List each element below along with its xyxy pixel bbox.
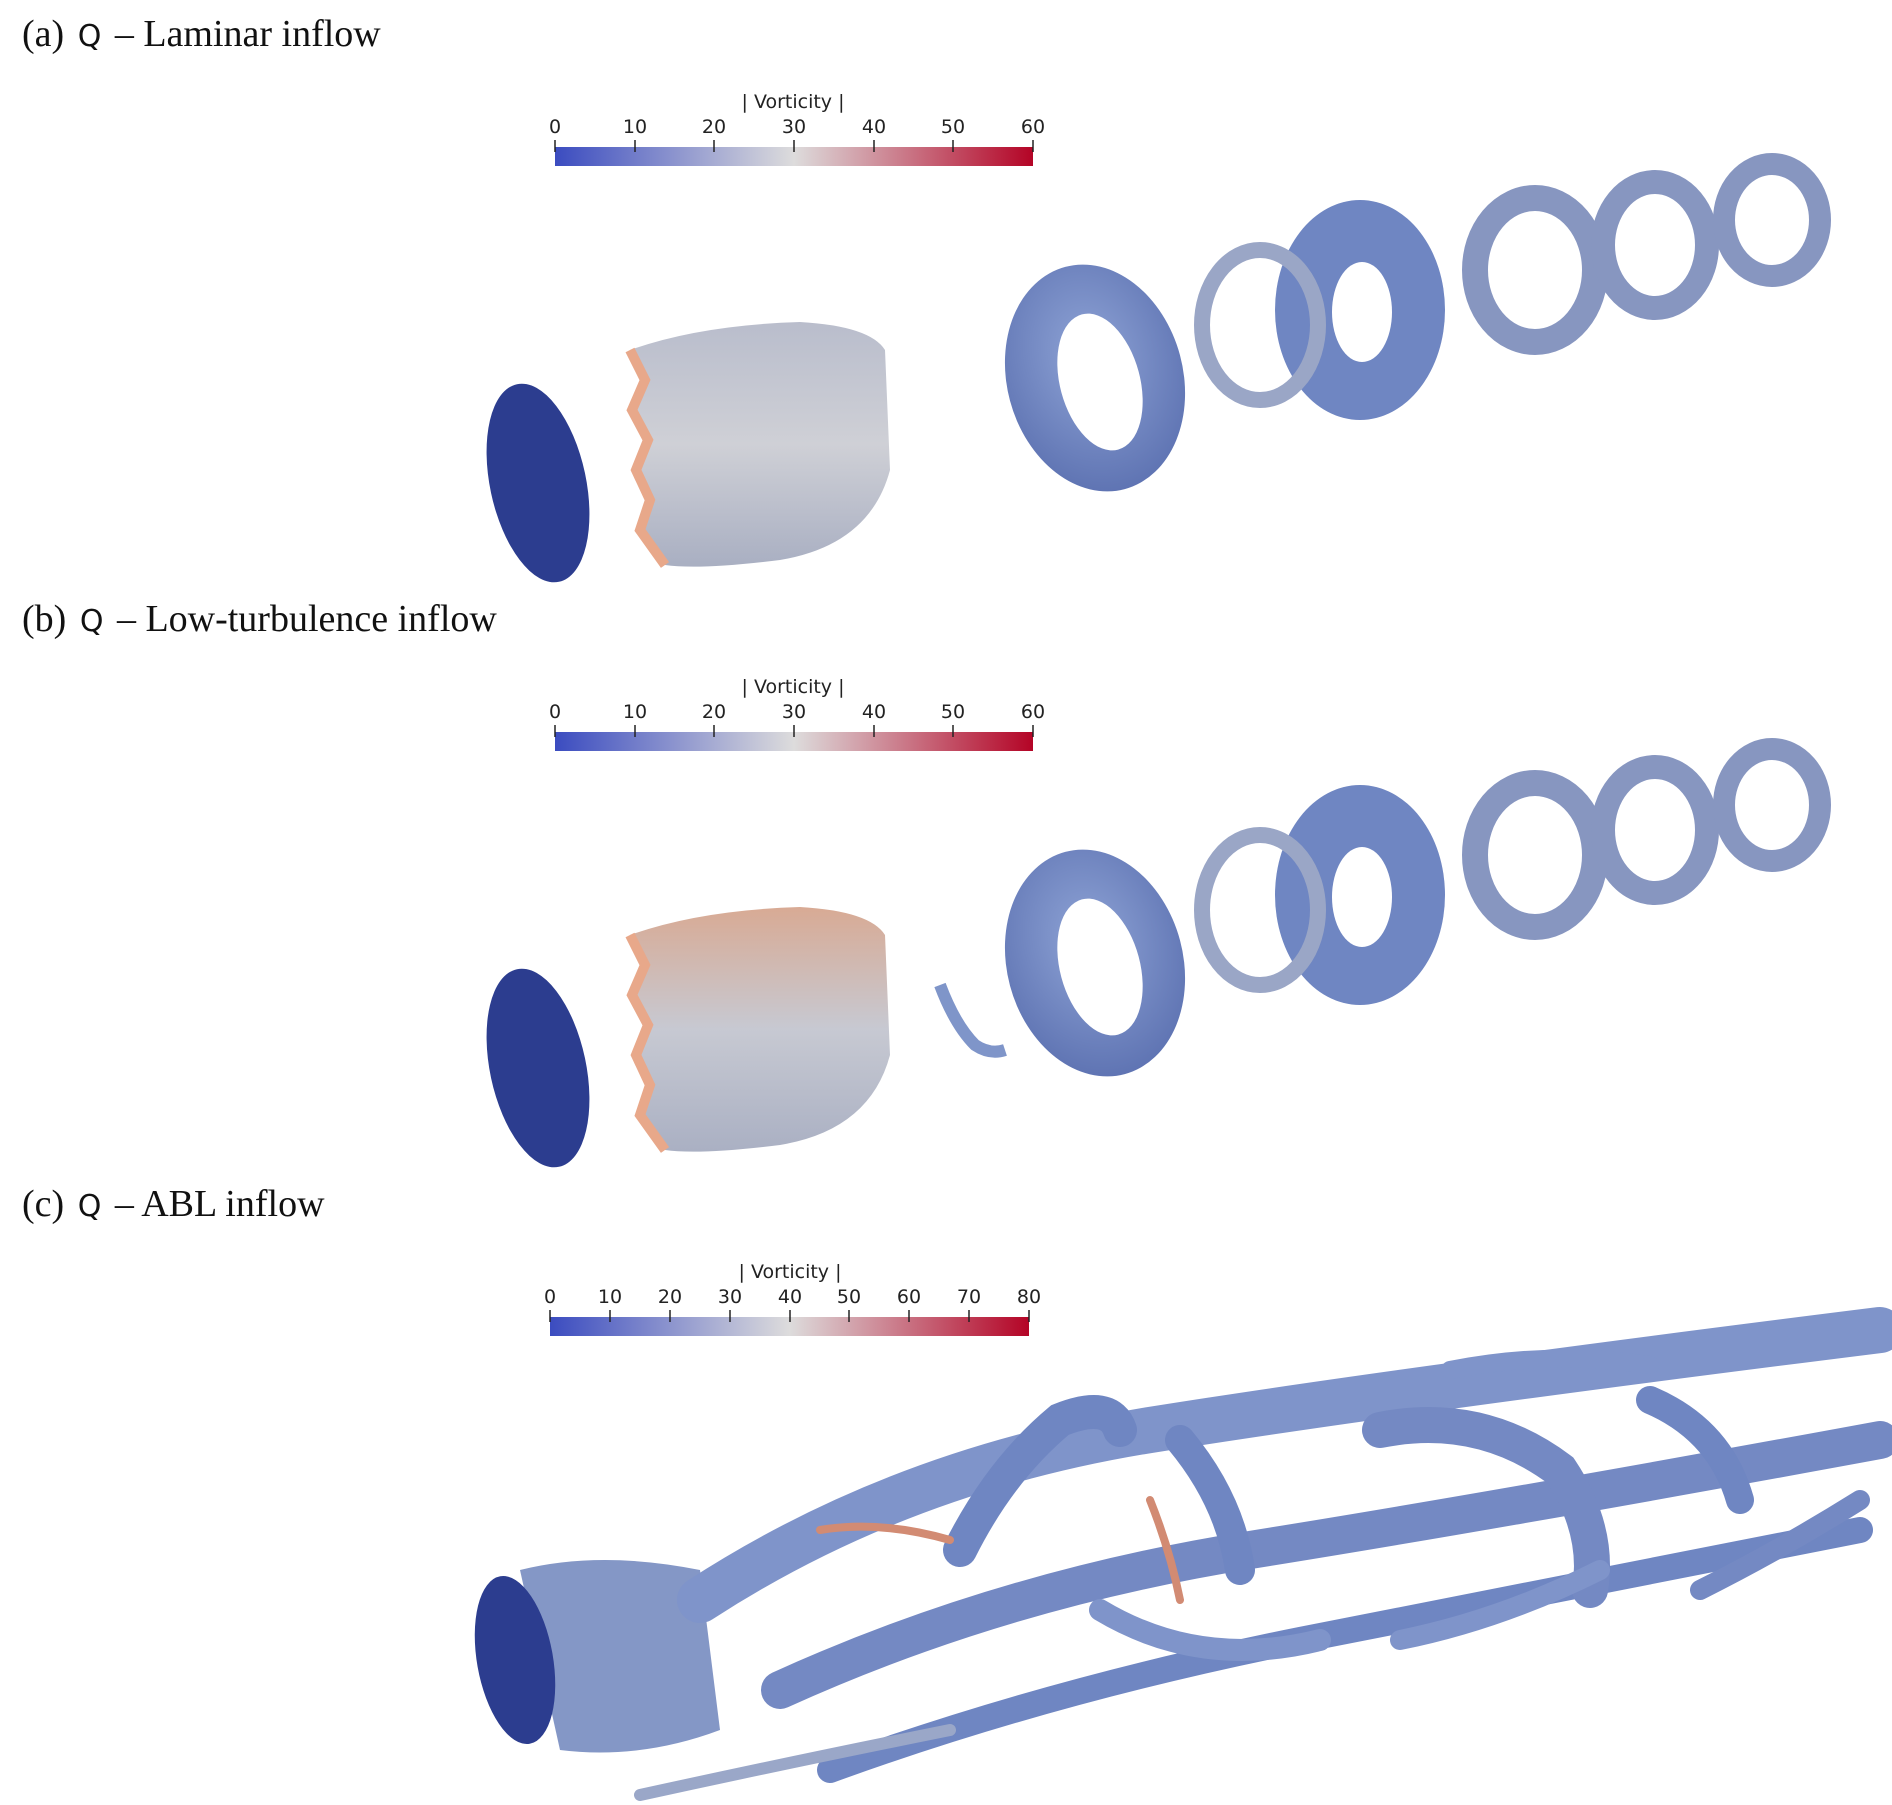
ring-hole [1057, 898, 1143, 1036]
colorbar-tick: 40 [862, 116, 886, 138]
panel-name: ABL inflow [141, 1183, 325, 1225]
vortex-ring [1462, 185, 1608, 355]
colorbar: | Vorticity | 0 10 20 30 40 50 60 [549, 676, 1045, 751]
colorbar-tick: 50 [941, 701, 965, 723]
colorbar-tick: 60 [1021, 116, 1045, 138]
colorbar-tick: 80 [1017, 1286, 1041, 1308]
panel-c: (c) Q – ABL inflow | Vorticity | 0 10 20… [0, 1170, 1892, 1805]
q-symbol: Q [79, 604, 104, 639]
colorbar-gradient [555, 732, 1033, 751]
vortex-ring [1713, 738, 1831, 872]
vortex-ring [1194, 242, 1326, 408]
panel-name: Low-turbulence inflow [145, 598, 497, 640]
colorbar-tick: 60 [1021, 701, 1045, 723]
colorbar-tick: 70 [957, 1286, 981, 1308]
colorbar: | Vorticity | 0 10 20 30 40 50 60 70 80 [544, 1261, 1041, 1336]
colorbar-tick: 50 [941, 116, 965, 138]
vortex-scene: | Vorticity | 0 10 20 30 40 50 60 70 80 [474, 1261, 1892, 1801]
colorbar-tick: 10 [598, 1286, 622, 1308]
panel-label: (b) [22, 598, 67, 640]
panel-name: Laminar inflow [143, 13, 381, 55]
colorbar-tick: 60 [897, 1286, 921, 1308]
shed-vortex-disk [474, 1576, 556, 1744]
colorbar-tick: 10 [623, 701, 647, 723]
colorbar-gradient [555, 147, 1033, 166]
panel-title: (c) Q – ABL inflow [22, 1182, 325, 1226]
vortex-scene: | Vorticity | 0 10 20 30 40 50 60 [486, 91, 1831, 583]
colorbar-tick: 50 [837, 1286, 861, 1308]
colorbar-tick: 30 [782, 701, 806, 723]
q-symbol: Q [77, 1189, 102, 1224]
colorbar-tick: 10 [623, 116, 647, 138]
colorbar-tick: 20 [702, 701, 726, 723]
vortex-ring [1713, 153, 1831, 287]
panel-title: (a) Q – Laminar inflow [22, 12, 381, 56]
vortex-ring [1462, 770, 1608, 940]
colorbar-tick: 30 [718, 1286, 742, 1308]
panel-title: (b) Q – Low-turbulence inflow [22, 597, 497, 641]
vortex-ring [1194, 827, 1326, 993]
vortex-ring [1591, 170, 1719, 320]
colorbar-title: | Vorticity | [742, 676, 845, 698]
vortex-fragment [934, 982, 1007, 1058]
colorbar-tick: 20 [658, 1286, 682, 1308]
title-dash: – [114, 1183, 134, 1225]
shed-vortex-disk [486, 383, 590, 583]
panel-a: (a) Q – Laminar inflow | Vorticity | 0 [0, 0, 1892, 585]
panel-b: (b) Q – Low-turbulence inflow | Vorticit… [0, 585, 1892, 1170]
panel-label: (c) [22, 1183, 65, 1225]
ring-hole [1057, 313, 1143, 451]
colorbar-tick: 0 [549, 116, 561, 138]
sheath-edge [625, 932, 670, 1153]
colorbar-tick: 0 [544, 1286, 556, 1308]
colorbar-tick: 40 [862, 701, 886, 723]
colorbar-title: | Vorticity | [742, 91, 845, 113]
colorbar-tick: 40 [778, 1286, 802, 1308]
panel-label: (a) [22, 13, 65, 55]
colorbar-tick: 0 [549, 701, 561, 723]
tip-vortex-sheath [630, 322, 890, 567]
colorbar: | Vorticity | 0 10 20 30 40 50 60 [549, 91, 1045, 166]
ring-hole [1332, 847, 1392, 947]
title-dash: – [116, 598, 136, 640]
turbulent-vortex-tubes [520, 1307, 1892, 1801]
colorbar-title: | Vorticity | [739, 1261, 842, 1283]
q-symbol: Q [77, 19, 102, 54]
vortex-scene: | Vorticity | 0 10 20 30 40 50 60 [486, 676, 1831, 1168]
sheath-edge [625, 347, 670, 568]
colorbar-tick: 30 [782, 116, 806, 138]
vortex-ring [1591, 755, 1719, 905]
ring-hole [1332, 262, 1392, 362]
tip-vortex-sheath [630, 907, 890, 1152]
colorbar-tick: 20 [702, 116, 726, 138]
shed-vortex-disk [486, 968, 590, 1168]
title-dash: – [114, 13, 134, 55]
